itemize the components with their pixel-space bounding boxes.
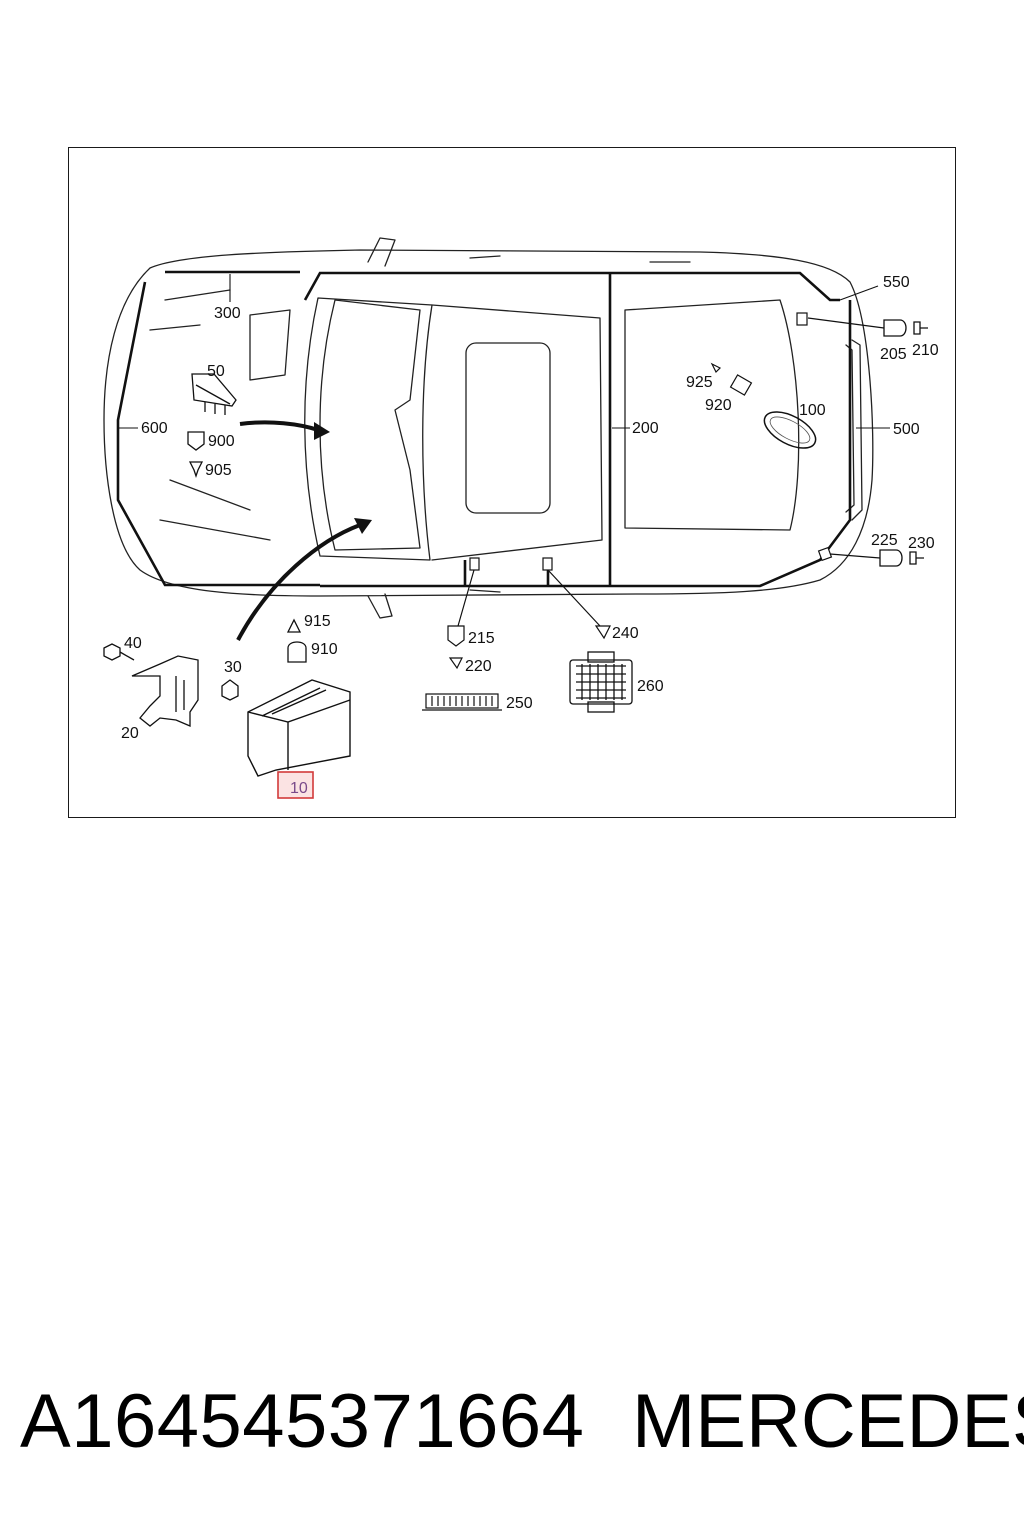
callout-210: 210 xyxy=(912,342,939,359)
connector-225 xyxy=(817,546,833,562)
callout-40: 40 xyxy=(124,635,142,652)
component-205 xyxy=(883,319,907,337)
sunroof xyxy=(465,342,551,514)
callout-300: 300 xyxy=(214,305,241,322)
component-230 xyxy=(909,551,924,565)
highlight-box-10 xyxy=(277,771,314,799)
component-910 xyxy=(287,641,307,663)
callout-900: 900 xyxy=(208,433,235,450)
component-915 xyxy=(286,618,302,633)
component-10 xyxy=(247,679,351,777)
callout-920: 920 xyxy=(705,397,732,414)
callout-550: 550 xyxy=(883,274,910,291)
callout-100: 100 xyxy=(799,402,826,419)
callout-200: 200 xyxy=(632,420,659,437)
callout-205: 205 xyxy=(880,346,907,363)
component-905 xyxy=(188,461,204,479)
callout-600: 600 xyxy=(141,420,168,437)
brand-name: MERCEDES xyxy=(632,1379,1024,1464)
harness-600 xyxy=(116,281,320,587)
callout-20: 20 xyxy=(121,725,139,742)
arrow-10 xyxy=(236,523,361,641)
callout-230: 230 xyxy=(908,535,935,552)
car-body-outline xyxy=(103,249,874,597)
component-900 xyxy=(187,431,205,451)
component-240 xyxy=(594,625,611,640)
mirror-bottom xyxy=(367,593,393,619)
callout-225: 225 xyxy=(871,532,898,549)
diagram-frame xyxy=(68,147,956,818)
callout-30: 30 xyxy=(224,659,242,676)
callout-10: 10 xyxy=(290,780,308,797)
component-220 xyxy=(448,657,463,670)
arrow-50 xyxy=(239,420,319,432)
component-100 xyxy=(763,411,817,449)
connector-240 xyxy=(542,557,553,571)
callout-500: 500 xyxy=(893,421,920,438)
component-50 xyxy=(191,373,237,415)
callout-215: 215 xyxy=(468,630,495,647)
connector-215 xyxy=(469,557,480,571)
callout-220: 220 xyxy=(465,658,492,675)
connector-550 xyxy=(796,312,808,326)
component-215 xyxy=(447,625,465,647)
harness-main-bottom xyxy=(320,300,852,588)
wiring-diagram: 300 50 600 900 905 550 205 210 925 920 1… xyxy=(103,237,939,799)
component-40 xyxy=(103,643,135,661)
component-250 xyxy=(422,693,502,711)
callout-50: 50 xyxy=(207,363,225,380)
callout-240: 240 xyxy=(612,625,639,642)
callout-905: 905 xyxy=(205,462,232,479)
component-210 xyxy=(913,321,928,335)
rear-window xyxy=(624,299,800,531)
component-925 xyxy=(710,362,722,374)
component-30 xyxy=(221,679,239,701)
harness-main-top xyxy=(303,271,840,302)
component-20 xyxy=(131,655,199,727)
component-225 xyxy=(879,549,903,567)
mirror-top xyxy=(367,237,396,267)
callout-925: 925 xyxy=(686,374,713,391)
callout-260: 260 xyxy=(637,678,664,695)
part-number: A164545371664 xyxy=(20,1379,585,1464)
component-920 xyxy=(729,374,753,396)
callout-910: 910 xyxy=(311,641,338,658)
callout-915: 915 xyxy=(304,613,331,630)
callout-250: 250 xyxy=(506,695,533,712)
component-260 xyxy=(569,651,633,713)
cabin-outline xyxy=(304,297,433,561)
